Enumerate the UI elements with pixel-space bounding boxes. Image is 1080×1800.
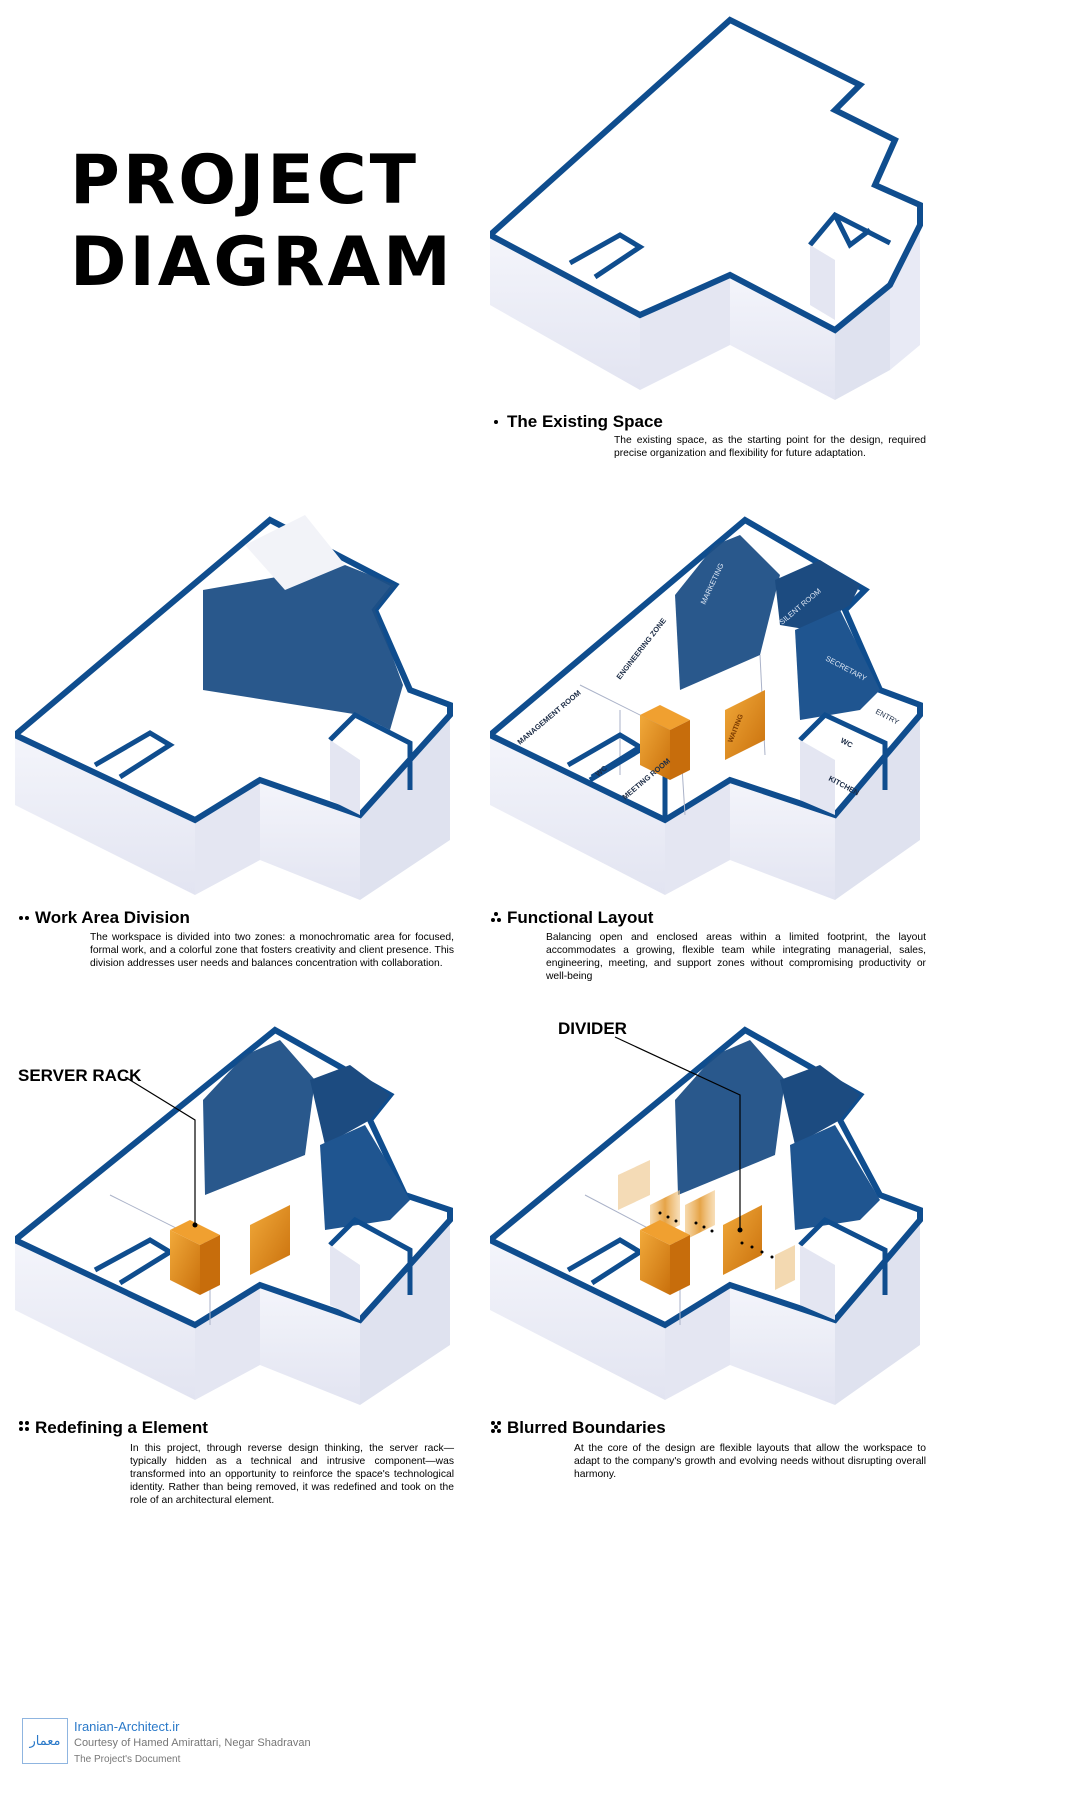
movement-dots [658, 1211, 774, 1259]
bullet-dots-2 [18, 908, 32, 922]
marketing-room [675, 535, 780, 690]
partition-corner [798, 1216, 888, 1295]
partition-wc [566, 1237, 645, 1286]
wall-face-right [360, 1210, 450, 1405]
callout-divider: DIVIDER [558, 1019, 627, 1038]
bullet-dots-4 [18, 1418, 32, 1432]
bullet-dots-3 [490, 908, 504, 922]
callout-leader-dot [192, 1222, 198, 1228]
partition-wc [93, 1237, 175, 1286]
diagram-existing-space [490, 16, 923, 400]
wall-face-left [490, 1240, 665, 1400]
wall-face-front [665, 1285, 730, 1400]
wall-face-mid [730, 275, 835, 400]
wall-face-left [15, 735, 195, 895]
footer-credit: Courtesy of Hamed Amirattari, Negar Shad… [74, 1737, 311, 1749]
wall-face-mid [730, 780, 835, 900]
step-title-1: The Existing Space [490, 412, 663, 432]
site-logo: معمار [22, 1718, 68, 1764]
step-title-4: Redefining a Element [18, 1418, 208, 1438]
dark-room-2 [310, 1065, 390, 1145]
wall-face-right [835, 1210, 920, 1405]
partition-wc [568, 232, 645, 280]
wall-face-right [835, 705, 920, 900]
wall-face-left [490, 735, 665, 895]
wall-face-front [195, 1285, 260, 1400]
callout-leader-dot [737, 1227, 743, 1233]
step-desc-1: The existing space, as the starting poin… [614, 435, 926, 459]
wall-face-front [665, 780, 730, 895]
step-desc-4: In this project, through reverse design … [130, 1443, 454, 1506]
server-rack-top [640, 705, 690, 730]
silent-room [775, 560, 860, 630]
callout-leader-line [124, 1076, 196, 1225]
inner-wall-shade [800, 740, 835, 815]
dark-room-3 [320, 1125, 410, 1230]
diagram-blurred-boundaries [490, 1026, 923, 1405]
callout-leader-line [614, 1036, 741, 1230]
server-rack-top [170, 1220, 220, 1245]
server-rack-side [670, 720, 690, 780]
wall-face-left [490, 235, 640, 390]
server-rack-side [670, 1235, 690, 1295]
server-rack-front [640, 715, 670, 780]
inner-wall-shade [330, 740, 360, 815]
server-rack-front [170, 1230, 200, 1295]
step-title-2: Work Area Division [18, 908, 190, 928]
bullet-dots-1 [490, 412, 504, 426]
wall-face-right [360, 705, 450, 900]
footer-source: The Project's Document [74, 1754, 181, 1765]
wall-face-far [890, 225, 920, 370]
diagram-redefining-element [15, 1026, 453, 1405]
waiting-panel [250, 1205, 290, 1275]
dark-room-1 [675, 1040, 785, 1195]
dark-room-2 [780, 1065, 860, 1145]
bullet-dots-5 [490, 1418, 504, 1433]
dark-room-1 [203, 1040, 315, 1195]
inner-wall-shade [810, 245, 835, 320]
step-title-5: Blurred Boundaries [490, 1418, 666, 1438]
page-title: PROJECT DIAGRAM [70, 140, 454, 304]
diagram-work-area-division [15, 515, 453, 900]
wall-face-front [640, 275, 730, 390]
inner-wall-shade [800, 1245, 835, 1320]
dark-room-3 [790, 1125, 880, 1230]
partition-wc [93, 730, 175, 780]
wall-face-mid [260, 1285, 360, 1405]
wall-face-left [15, 1240, 195, 1400]
server-rack-front [640, 1230, 670, 1295]
divider-panel [723, 1205, 762, 1275]
wall-face-mid [730, 1285, 835, 1405]
wall-face-mid [260, 780, 360, 900]
monochrome-zone [203, 565, 403, 730]
callout-server-rack: SERVER RACK [18, 1066, 142, 1085]
page-title-line-1: PROJECT [70, 141, 420, 220]
step-desc-3: Balancing open and enclosed areas within… [546, 932, 926, 982]
server-rack-top [640, 1220, 690, 1245]
site-logo-text: معمار [29, 1733, 61, 1749]
wall-face-front [195, 780, 260, 895]
monochrome-zone-top [245, 515, 345, 590]
page-title-line-2: DIAGRAM [70, 223, 454, 302]
step-desc-2: The workspace is divided into two zones:… [90, 932, 454, 969]
waiting-panel [725, 690, 765, 760]
wall-face-right [835, 285, 890, 400]
partition-corner-2 [832, 213, 872, 249]
divider-panel-ghost-1 [618, 1160, 650, 1210]
partition-corner [328, 1216, 413, 1295]
footer-site-link[interactable]: Iranian-Architect.ir [74, 1719, 180, 1734]
step-title-3: Functional Layout [490, 908, 653, 928]
partition-corner [798, 711, 888, 790]
partition-corner [328, 711, 413, 790]
inner-wall-shade [330, 1245, 360, 1320]
step-desc-5: At the core of the design are flexible l… [574, 1443, 926, 1480]
diagram-functional-layout: MANAGEMENT ROOM ENGINEERING ZONE WC MEET… [490, 516, 923, 900]
divider-panel-ghost-5 [775, 1245, 795, 1290]
server-rack-side [200, 1235, 220, 1295]
divider-panel-ghost-3 [685, 1190, 715, 1240]
secretary-room [795, 610, 880, 720]
